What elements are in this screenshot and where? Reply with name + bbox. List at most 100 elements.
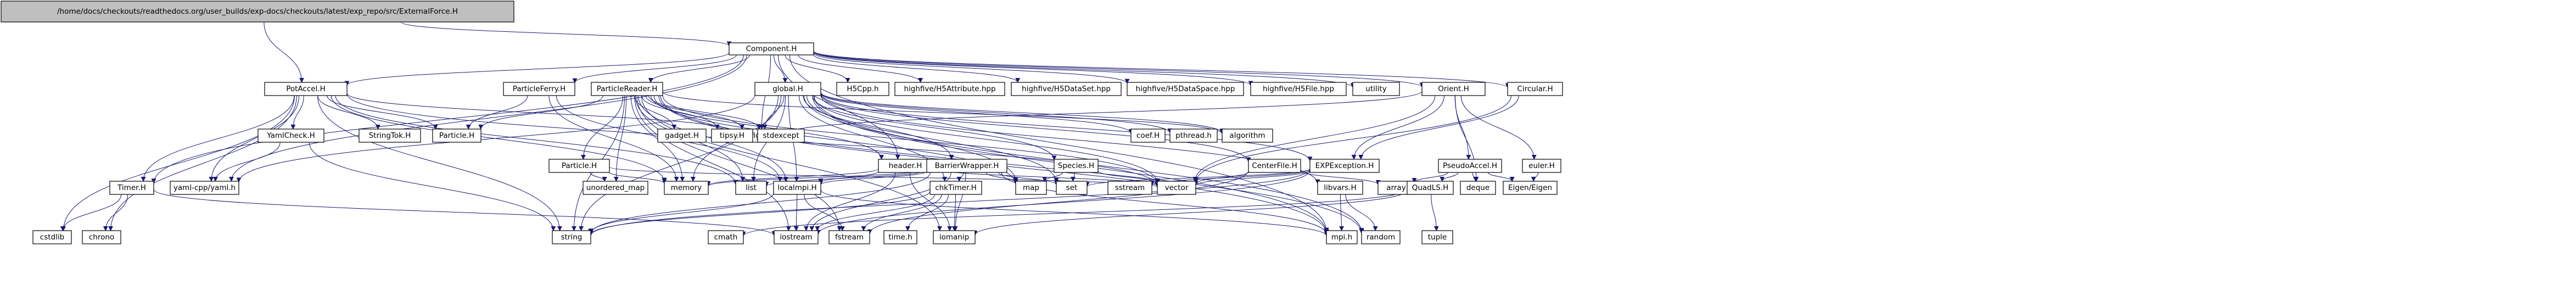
edge-timer-to-cstdlib	[60, 194, 122, 231]
node-memory[interactable]: memory	[664, 181, 709, 195]
node-box	[591, 82, 663, 96]
node-h5file[interactable]: highfive/H5File.hpp	[1250, 82, 1347, 96]
node-label: array	[1386, 183, 1405, 192]
node-stdexcept[interactable]: stdexcept	[757, 129, 805, 143]
node-h5cpp[interactable]: H5Cpp.h	[836, 82, 889, 96]
node-particleH[interactable]: Particle.H	[432, 129, 481, 143]
node-box	[708, 230, 744, 244]
node-root[interactable]: /home/docs/checkouts/readthedocs.org/use…	[1, 1, 514, 23]
node-stringtok[interactable]: StringTok.H	[359, 129, 421, 143]
node-list[interactable]: list	[735, 181, 767, 195]
node-timeh[interactable]: time.h	[883, 230, 917, 244]
node-label: cstdlib	[40, 233, 64, 242]
node-chrono[interactable]: chrono	[82, 230, 121, 244]
node-label: Circular.H	[1517, 85, 1553, 93]
node-chktimer[interactable]: chkTimer.H	[929, 181, 982, 195]
node-box	[109, 181, 154, 195]
node-localmpi[interactable]: localmpi.H	[773, 181, 821, 195]
node-timer[interactable]: Timer.H	[109, 181, 154, 195]
edge-expexc-to-vector	[1193, 170, 1311, 186]
node-box	[711, 129, 753, 143]
node-cstdlib[interactable]: cstdlib	[32, 230, 72, 244]
node-label: YamlCheck.H	[266, 131, 315, 140]
node-box	[926, 159, 1007, 173]
edge-global-to-expexc	[820, 93, 1313, 162]
node-h5attr[interactable]: highfive/H5Attribute.hpp	[894, 82, 1005, 96]
node-box	[548, 159, 610, 173]
node-euler[interactable]: euler.H	[1522, 159, 1561, 173]
node-algorithm[interactable]: algorithm	[1222, 129, 1273, 143]
node-pseudoaccel[interactable]: PseudoAccel.H	[1438, 159, 1502, 173]
node-label: CenterFile.H	[1252, 161, 1297, 170]
edge-circular-to-vector	[1193, 95, 1511, 183]
edge-global-to-configexp	[762, 95, 785, 130]
node-box	[264, 82, 348, 96]
node-string[interactable]: string	[552, 230, 591, 244]
node-ferry[interactable]: ParticleFerry.H	[503, 82, 575, 96]
node-particle2[interactable]: Particle.H	[548, 159, 610, 173]
node-fstream[interactable]: fstream	[828, 230, 870, 244]
node-set[interactable]: set	[1056, 181, 1088, 195]
edge-global-to-coef	[820, 93, 1134, 134]
node-sstream[interactable]: sstream	[1107, 181, 1152, 195]
node-label: cmath	[714, 233, 738, 242]
edge-orient-to-pseudoaccel	[1454, 95, 1471, 160]
node-deque[interactable]: deque	[1460, 181, 1496, 195]
node-label: map	[1023, 183, 1039, 192]
node-map[interactable]: map	[1015, 181, 1047, 195]
node-h5dataspace[interactable]: highfive/H5DataSpace.hpp	[1127, 82, 1244, 96]
node-gadget[interactable]: gadget.H	[657, 129, 707, 143]
node-label: sstream	[1115, 183, 1145, 192]
node-box	[1460, 181, 1496, 195]
edge-component-to-h5cpp	[785, 54, 850, 83]
node-component[interactable]: Component.H	[729, 42, 814, 55]
node-yamlcheck[interactable]: YamlCheck.H	[257, 129, 324, 143]
node-label: mpi.h	[1331, 233, 1352, 242]
node-libvars[interactable]: libvars.H	[1317, 181, 1363, 195]
node-global[interactable]: global.H	[754, 82, 821, 96]
node-label: pthread.h	[1175, 131, 1212, 140]
node-cmath[interactable]: cmath	[708, 230, 744, 244]
node-label: QuadLS.H	[1412, 183, 1449, 192]
node-h5dataset[interactable]: highfive/H5DataSet.hpp	[1011, 82, 1122, 96]
edge-barrier-to-map	[985, 172, 1018, 183]
node-centerfile[interactable]: CenterFile.H	[1248, 159, 1301, 173]
edge-reader-to-tipsy	[641, 95, 720, 130]
node-eigen[interactable]: Eigen/Eigen	[1503, 181, 1558, 195]
edge-component-to-yamlcpp	[229, 54, 747, 182]
node-pot[interactable]: PotAccel.H	[264, 82, 348, 96]
node-label: StringTok.H	[369, 131, 411, 140]
node-utility[interactable]: utility	[1352, 82, 1400, 96]
node-orient[interactable]: Orient.H	[1421, 82, 1486, 96]
node-box	[729, 42, 814, 55]
edge-global-to-yamlcpp	[236, 94, 755, 183]
node-barrier[interactable]: BarrierWrapper.H	[926, 159, 1007, 173]
node-circular[interactable]: Circular.H	[1507, 82, 1563, 96]
edge-component-to-utility	[813, 51, 1356, 88]
edge-global-to-string	[579, 95, 779, 231]
node-mpi[interactable]: mpi.h	[1326, 230, 1358, 244]
node-reader[interactable]: ParticleReader.H	[591, 82, 663, 96]
node-label: /home/docs/checkouts/readthedocs.org/use…	[57, 7, 458, 16]
node-yamlcpp[interactable]: yaml-cpp/yaml.h	[170, 181, 239, 195]
node-quadls[interactable]: QuadLS.H	[1407, 181, 1454, 195]
node-expexc[interactable]: EXPException.H	[1309, 159, 1380, 173]
node-label: iostream	[780, 233, 812, 242]
node-header[interactable]: header.H	[878, 159, 933, 173]
node-coef[interactable]: coef.H	[1130, 129, 1166, 143]
edge-reader-to-memory	[630, 95, 685, 182]
node-tipsy[interactable]: tipsy.H	[711, 129, 753, 143]
node-pthread[interactable]: pthread.h	[1169, 129, 1218, 143]
node-random[interactable]: random	[1361, 230, 1401, 244]
edge-pot-to-stringtok	[317, 95, 380, 130]
edge-component-to-header	[778, 54, 900, 160]
node-iomanip[interactable]: iomanip	[933, 230, 976, 244]
node-box	[664, 181, 709, 195]
node-box	[1015, 181, 1047, 195]
node-iostream[interactable]: iostream	[774, 230, 819, 244]
node-unordered_map[interactable]: unordered_map	[583, 181, 648, 195]
node-tuple[interactable]: tuple	[1421, 230, 1453, 244]
edge-chktimer-to-timeh	[905, 194, 949, 231]
node-vector[interactable]: vector	[1157, 181, 1196, 195]
node-species[interactable]: Species.H	[1054, 159, 1099, 173]
